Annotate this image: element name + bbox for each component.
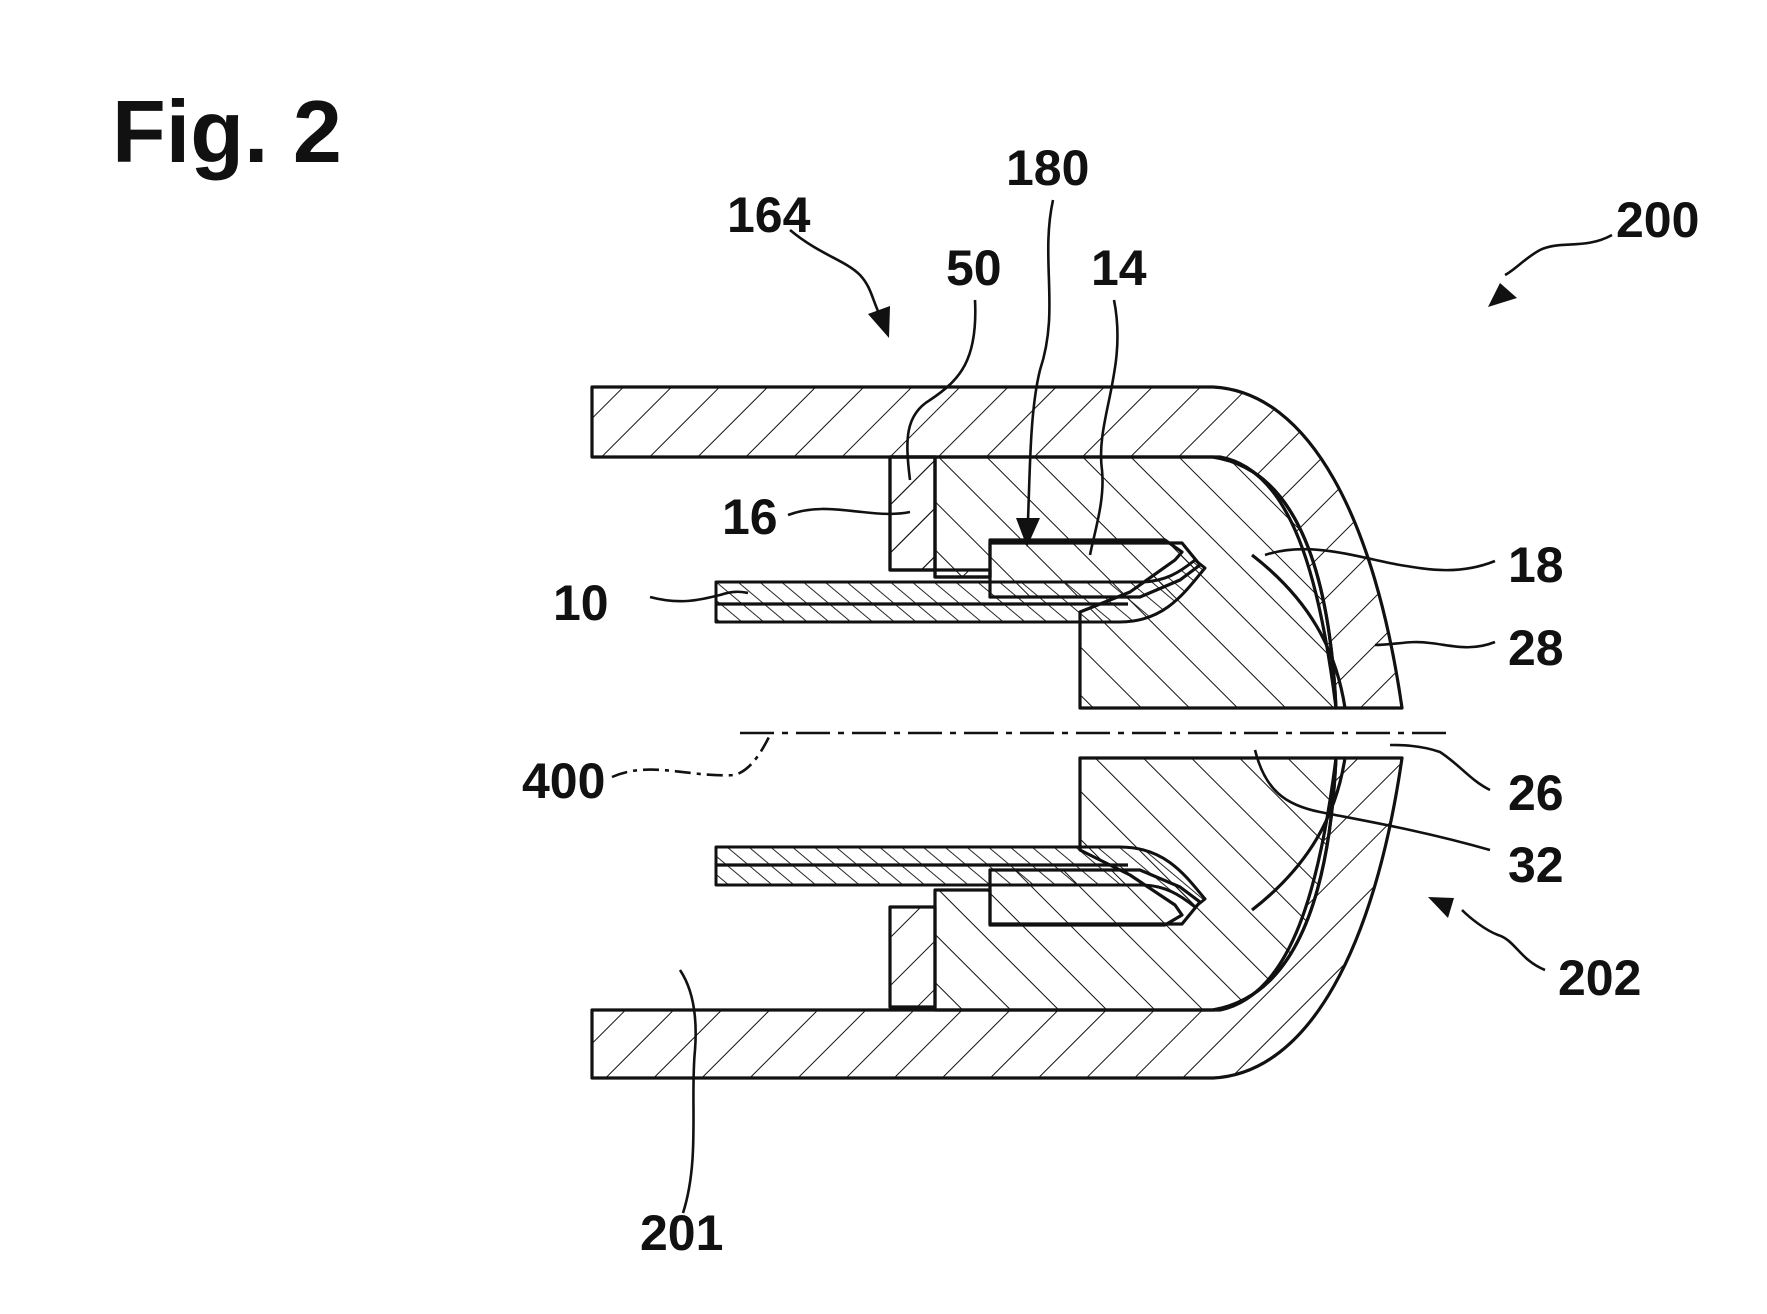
leader-16 — [787, 507, 911, 517]
label-164: 164 — [727, 187, 811, 243]
arrow-180 — [1016, 518, 1040, 547]
arrow-164 — [868, 306, 890, 338]
label-14: 14 — [1091, 240, 1147, 296]
leader-202 — [1461, 909, 1546, 972]
leader-18 — [1264, 547, 1496, 572]
leader-50 — [906, 299, 977, 481]
leader-26 — [1389, 743, 1491, 792]
label-400: 400 — [522, 753, 605, 809]
label-50: 50 — [946, 240, 1002, 296]
tube-10-upper — [714, 558, 1207, 624]
label-16: 16 — [722, 489, 778, 545]
label-26: 26 — [1508, 765, 1564, 821]
cap-28-line-lower — [1251, 757, 1347, 912]
leader-400 — [611, 734, 772, 779]
leader-164 — [789, 229, 884, 321]
leader-10 — [649, 590, 749, 603]
arrow-202 — [1428, 897, 1454, 918]
leader-180 — [1026, 199, 1055, 521]
label-202: 202 — [1558, 950, 1641, 1006]
label-200: 200 — [1616, 192, 1699, 248]
label-32: 32 — [1508, 837, 1564, 893]
arrow-200 — [1488, 283, 1517, 307]
leader-201 — [678, 969, 697, 1214]
figure-title: Fig. 2 — [112, 82, 342, 181]
seal-ring-16-lower — [888, 905, 937, 1009]
leader-32 — [1253, 749, 1491, 852]
leader-200 — [1504, 233, 1613, 277]
leader-14 — [1088, 299, 1119, 556]
label-18: 18 — [1508, 537, 1564, 593]
label-180: 180 — [1006, 140, 1089, 196]
label-28: 28 — [1508, 620, 1564, 676]
leader-28 — [1374, 640, 1496, 649]
label-201: 201 — [640, 1205, 723, 1261]
tube-10-lower — [714, 845, 1207, 909]
cap-28-line-upper — [1251, 553, 1347, 709]
label-10: 10 — [553, 575, 609, 631]
